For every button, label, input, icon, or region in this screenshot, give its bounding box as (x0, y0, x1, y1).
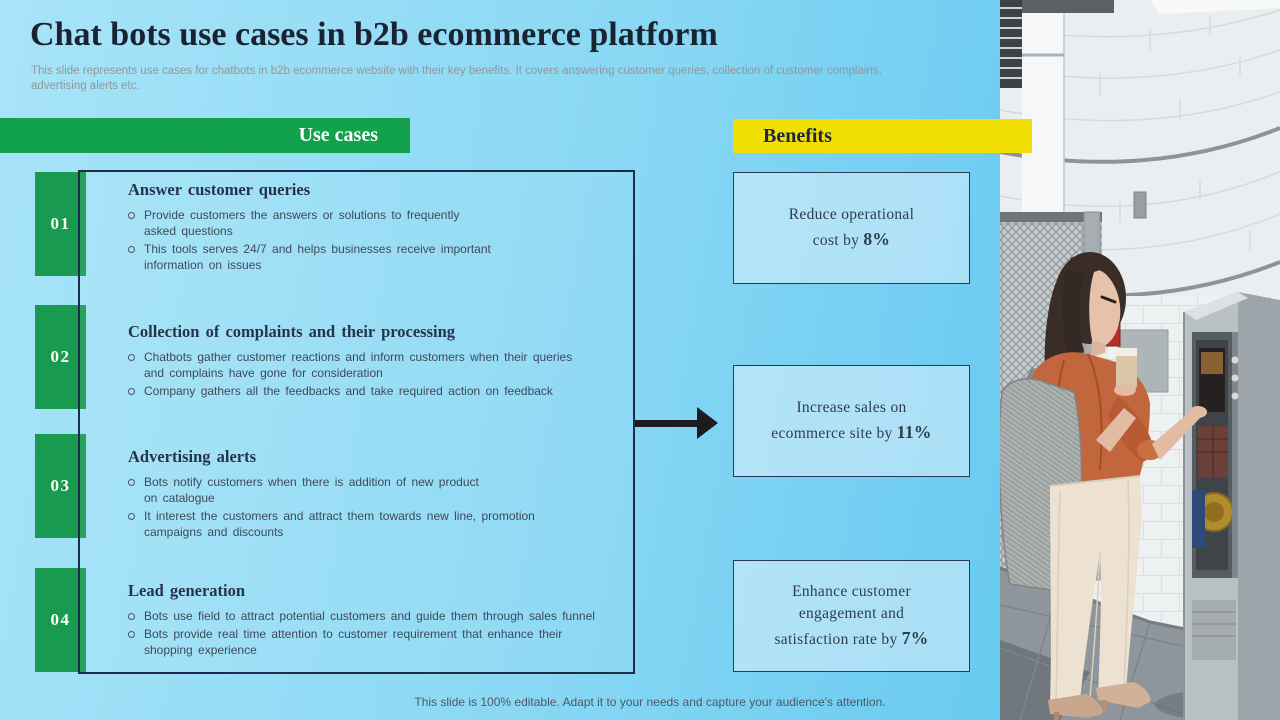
benefit-value: 7% (901, 627, 929, 648)
woman-figure (1000, 252, 1207, 720)
bullet-item: This tools serves 24/7 and helps busines… (128, 241, 615, 273)
flow-arrow-icon (633, 407, 718, 439)
editable-note: This slide is 100% editable. Adapt it to… (414, 695, 886, 709)
use-case-title: Lead generation (128, 581, 246, 600)
bullet-circle-icon (128, 631, 135, 638)
bullet-item: Bots provide real time attention to cust… (128, 626, 615, 658)
bullet-text: Bots notify customers when there is addi… (144, 475, 479, 505)
benefit-text: Reduce operational cost by (788, 206, 915, 249)
benefits-header-label: Benefits (763, 124, 832, 147)
bullet-text: Bots use field to attract potential cust… (144, 609, 595, 623)
use-case-title: Answer customer queries (128, 180, 311, 199)
use-case-item-4: Lead generation Bots use field to attrac… (128, 581, 615, 660)
bullet-text: Chatbots gather customer reactions and i… (144, 350, 573, 380)
benefit-value: 11% (896, 421, 932, 442)
bullet-item: Company gathers all the feedbacks and ta… (128, 383, 615, 399)
benefits-header-bar: Benefits (733, 119, 1032, 153)
use-cases-panel: Answer customer queries Provide customer… (78, 170, 635, 674)
bullet-text: Provide customers the answers or solutio… (144, 208, 460, 238)
use-case-item-2: Collection of complaints and their proce… (128, 322, 615, 401)
page-title: Chat bots use cases in b2b ecommerce pla… (30, 16, 718, 53)
bullet-item: It interest the customers and attract th… (128, 508, 615, 540)
bullet-item: Provide customers the answers or solutio… (128, 207, 615, 239)
station-photo (1000, 0, 1280, 720)
use-case-number-2: 02 (35, 305, 86, 409)
ticket-machine (1155, 292, 1280, 720)
bullet-text: This tools serves 24/7 and helps busines… (144, 242, 491, 272)
use-case-number-3: 03 (35, 434, 86, 538)
bullet-circle-icon (128, 246, 135, 253)
bullet-text: It interest the customers and attract th… (144, 509, 535, 539)
wall-fixture (1133, 191, 1147, 219)
benefit-box-1: Reduce operational cost by 8% (733, 172, 970, 284)
bullet-item: Chatbots gather customer reactions and i… (128, 349, 615, 381)
use-case-number-1: 01 (35, 172, 86, 276)
bullet-circle-icon (128, 513, 135, 520)
benefit-value: 8% (863, 228, 891, 249)
bullet-circle-icon (128, 388, 135, 395)
bullet-text: Company gathers all the feedbacks and ta… (144, 384, 553, 398)
bullet-item: Bots use field to attract potential cust… (128, 608, 615, 624)
use-case-title: Collection of complaints and their proce… (128, 322, 456, 341)
benefit-text: Enhance customer engagement and satisfac… (774, 582, 911, 648)
use-cases-header-label: Use cases (298, 124, 378, 146)
use-cases-header-bar: Use cases (0, 118, 410, 153)
benefit-text: Increase sales on ecommerce site by (771, 399, 907, 442)
use-case-item-1: Answer customer queries Provide customer… (128, 180, 615, 275)
bullet-circle-icon (128, 479, 135, 486)
bullet-item: Bots notify customers when there is addi… (128, 474, 615, 506)
use-case-number-4: 04 (35, 568, 86, 672)
benefit-box-2: Increase sales on ecommerce site by 11% (733, 365, 970, 477)
bullet-text: Bots provide real time attention to cust… (144, 627, 563, 657)
bullet-circle-icon (128, 613, 135, 620)
use-case-title: Advertising alerts (128, 447, 257, 466)
slide-subtitle: This slide represents use cases for chat… (31, 65, 882, 92)
benefit-box-3: Enhance customer engagement and satisfac… (733, 560, 970, 672)
use-case-item-3: Advertising alerts Bots notify customers… (128, 447, 615, 542)
bullet-circle-icon (128, 354, 135, 361)
bullet-circle-icon (128, 212, 135, 219)
